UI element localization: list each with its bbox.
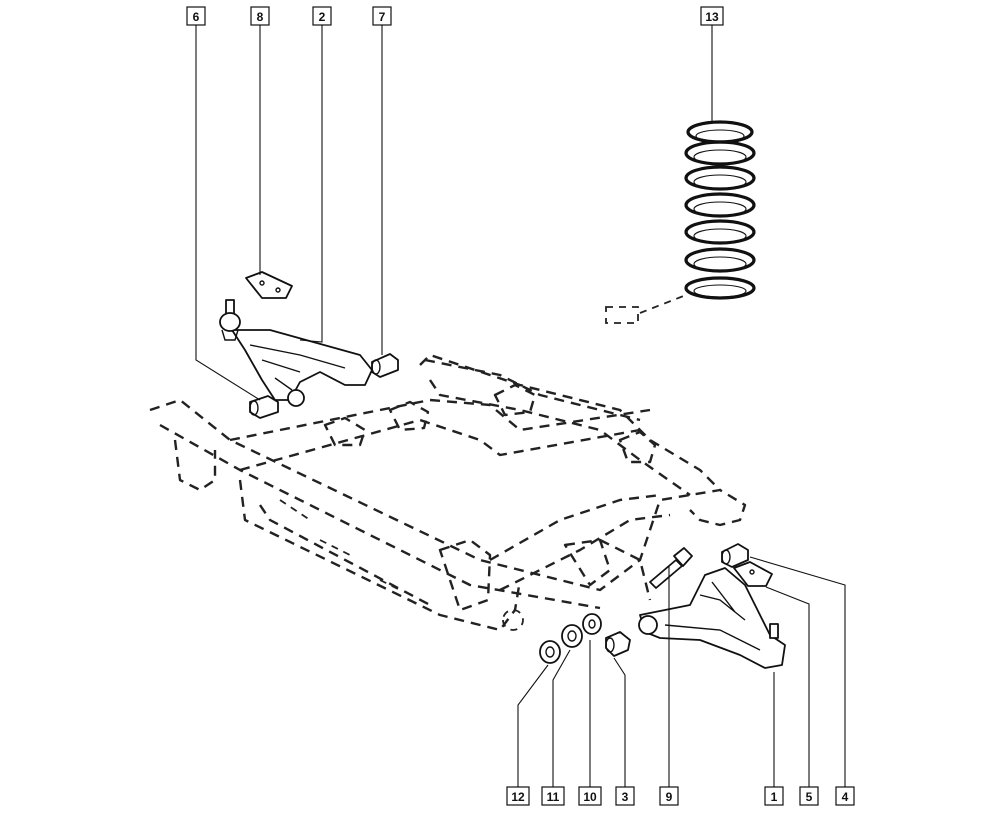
svg-text:8: 8 xyxy=(257,10,264,24)
svg-text:4: 4 xyxy=(842,790,849,804)
svg-text:6: 6 xyxy=(193,10,200,24)
plate-5 xyxy=(733,561,773,587)
svg-text:11: 11 xyxy=(547,790,560,804)
bush-4 xyxy=(721,543,749,568)
bush-3 xyxy=(605,631,631,657)
nut-12 xyxy=(539,640,561,664)
leader-lines xyxy=(195,25,846,787)
callout-10: 10 xyxy=(578,786,602,806)
callout-11: 11 xyxy=(541,786,565,806)
svg-text:10: 10 xyxy=(583,790,597,804)
lower-wishbone xyxy=(638,567,786,669)
nut-11 xyxy=(561,624,583,648)
upper-ball-joint xyxy=(219,299,241,341)
callout-5: 5 xyxy=(799,786,819,806)
callout-13: 13 xyxy=(700,6,724,26)
callout-7: 7 xyxy=(372,6,392,26)
svg-text:3: 3 xyxy=(622,790,629,804)
washer-10 xyxy=(582,613,602,635)
mounting-plate xyxy=(245,271,293,299)
svg-text:5: 5 xyxy=(806,790,813,804)
subframe-outline xyxy=(149,353,747,632)
upper-wishbone xyxy=(231,329,373,407)
callout-12: 12 xyxy=(506,786,530,806)
svg-text:9: 9 xyxy=(666,790,673,804)
svg-text:13: 13 xyxy=(705,10,719,24)
bolt-9 xyxy=(649,547,693,589)
bush-6 xyxy=(249,395,279,419)
spring-seat-ghost xyxy=(605,294,687,324)
svg-text:2: 2 xyxy=(319,10,326,24)
svg-text:7: 7 xyxy=(379,10,386,24)
callout-9: 9 xyxy=(659,786,679,806)
callout-2: 2 xyxy=(312,6,332,26)
callout-8: 8 xyxy=(250,6,270,26)
callout-4: 4 xyxy=(835,786,855,806)
svg-text:12: 12 xyxy=(511,790,525,804)
callout-6: 6 xyxy=(186,6,206,26)
callout-1: 1 xyxy=(764,786,784,806)
coil-spring xyxy=(684,120,756,300)
callout-3: 3 xyxy=(615,786,635,806)
bush-7 xyxy=(371,353,399,378)
svg-text:1: 1 xyxy=(771,790,778,804)
